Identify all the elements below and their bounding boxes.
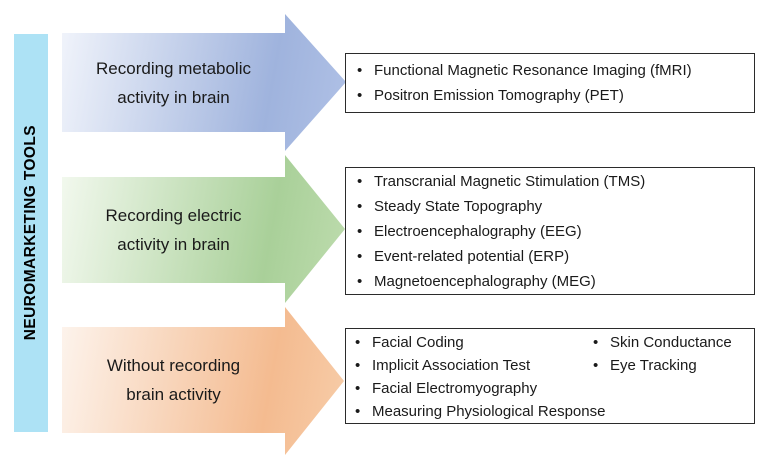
tool-item: Transcranial Magnetic Stimulation (TMS) bbox=[346, 169, 754, 194]
tool-item: Facial Electromyography bbox=[346, 377, 754, 400]
electric-tools-box: Transcranial Magnetic Stimulation (TMS) … bbox=[345, 167, 755, 295]
arrow-without-recording-brain-activity: Without recording brain activity bbox=[62, 307, 344, 455]
tool-item: Eye Tracking bbox=[584, 354, 732, 377]
banner-label: NEUROMARKETING TOOLS bbox=[22, 125, 39, 341]
non-recording-tools-column-2: Skin Conductance Eye Tracking bbox=[584, 331, 732, 377]
arrow-recording-electric-activity: Recording electric activity in brain bbox=[62, 155, 345, 303]
tool-item: Facial Coding bbox=[346, 331, 754, 354]
arrow-recording-metabolic-activity: Recording metabolic activity in brain bbox=[62, 14, 346, 151]
electric-tools-list: Transcranial Magnetic Stimulation (TMS) … bbox=[346, 168, 754, 294]
metabolic-tools-box: Functional Magnetic Resonance Imaging (f… bbox=[345, 53, 755, 113]
tool-item: Positron Emission Tomography (PET) bbox=[346, 83, 754, 108]
arrow-label: Without recording brain activity bbox=[106, 356, 241, 404]
tool-item: Magnetoencephalography (MEG) bbox=[346, 269, 754, 294]
arrow-label: Recording electric activity in brain bbox=[105, 206, 242, 254]
arrow-label: Recording metabolic activity in brain bbox=[96, 58, 251, 107]
non-recording-tools-column-1: Facial Coding Implicit Association Test … bbox=[346, 329, 754, 423]
metabolic-tools-list: Functional Magnetic Resonance Imaging (f… bbox=[346, 54, 754, 108]
non-recording-tools-box: Facial Coding Implicit Association Test … bbox=[345, 328, 755, 424]
tool-item: Steady State Topography bbox=[346, 194, 754, 219]
tool-item: Measuring Physiological Response bbox=[346, 400, 754, 423]
tool-item: Skin Conductance bbox=[584, 331, 732, 354]
tool-item: Electroencephalography (EEG) bbox=[346, 219, 754, 244]
tool-item: Implicit Association Test bbox=[346, 354, 754, 377]
tool-item: Event-related potential (ERP) bbox=[346, 244, 754, 269]
neuromarketing-tools-banner: NEUROMARKETING TOOLS bbox=[14, 34, 48, 432]
tool-item: Functional Magnetic Resonance Imaging (f… bbox=[346, 58, 754, 83]
